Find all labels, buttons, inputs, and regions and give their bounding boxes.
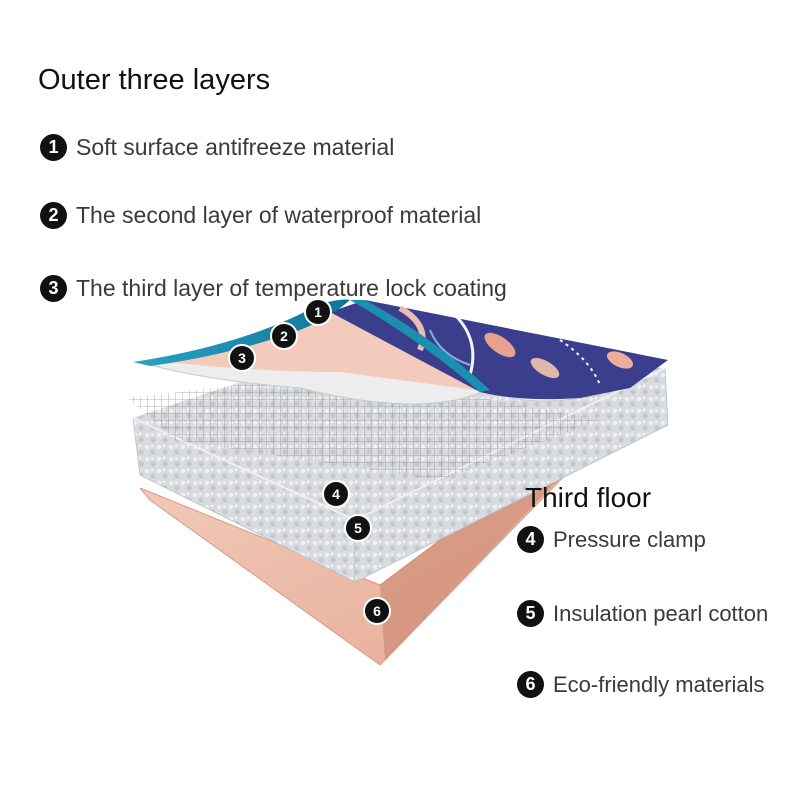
- pressure-clamp-grid: [128, 372, 600, 480]
- marker-2: 2: [270, 322, 298, 350]
- leaf-pattern: [398, 305, 634, 386]
- legend-item-6: 6 Eco-friendly materials: [517, 671, 765, 698]
- legend-text-3: The third layer of temperature lock coat…: [76, 275, 507, 301]
- legend-text-5: Insulation pearl cotton: [553, 600, 769, 626]
- legend-text-1: Soft surface antifreeze material: [76, 134, 395, 160]
- legend-item-4: 4 Pressure clamp: [517, 526, 706, 553]
- number-badge-3: 3: [40, 275, 67, 302]
- marker-3: 3: [228, 344, 256, 372]
- marker-5: 5: [344, 514, 372, 542]
- marker-6: 6: [363, 597, 391, 625]
- legend-item-3: 3 The third layer of temperature lock co…: [40, 275, 507, 302]
- marker-1: 1: [304, 298, 332, 326]
- waterproof-layer: [150, 312, 520, 396]
- number-badge-1: 1: [40, 134, 67, 161]
- legend-item-2: 2 The second layer of waterproof materia…: [40, 202, 481, 229]
- marker-4: 4: [322, 480, 350, 508]
- legend-item-5: 5 Insulation pearl cotton: [517, 600, 768, 627]
- legend-text-6: Eco-friendly materials: [553, 671, 765, 697]
- legend-text-4: Pressure clamp: [553, 526, 706, 552]
- legend-item-1: 1 Soft surface antifreeze material: [40, 134, 394, 161]
- legend-text-2: The second layer of waterproof material: [76, 202, 482, 228]
- number-badge-4: 4: [517, 526, 544, 553]
- third-floor-heading: Third floor: [525, 482, 652, 513]
- outer-layers-heading: Outer three layers: [38, 64, 271, 96]
- number-badge-6: 6: [517, 671, 544, 698]
- number-badge-5: 5: [517, 600, 544, 627]
- number-badge-2: 2: [40, 202, 67, 229]
